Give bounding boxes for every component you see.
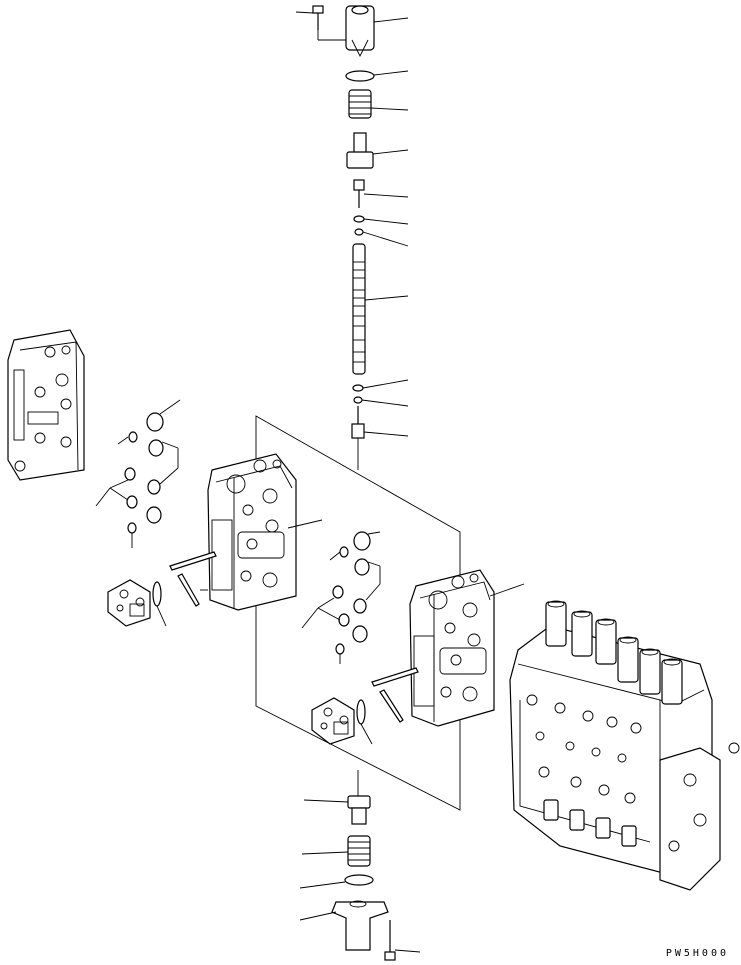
o-ring-set-middle — [301, 531, 381, 664]
lower-o-ring — [299, 874, 374, 889]
o-ring-part — [345, 70, 409, 82]
backup-ring-lower — [353, 396, 409, 407]
cap-bolt — [295, 5, 324, 30]
complete-control-valve — [509, 600, 740, 891]
stopper-part — [353, 179, 409, 208]
lower-retainer — [303, 795, 371, 825]
pin-set-right — [371, 667, 419, 723]
backup-ring — [354, 228, 409, 247]
valve-section-right — [409, 569, 525, 727]
o-ring-set-left — [95, 399, 181, 548]
valve-section-left — [7, 329, 85, 481]
spring-part — [348, 89, 409, 119]
drawing-code: PW5H000 — [665, 948, 729, 959]
retainer-part — [346, 132, 409, 169]
flange-block-middle — [311, 697, 373, 745]
small-o-ring — [353, 215, 409, 225]
flange-block-left — [107, 579, 167, 627]
spool-part — [352, 243, 409, 375]
valve-section-middle — [207, 453, 323, 611]
small-o-ring-lower — [352, 379, 409, 392]
lower-bolt — [384, 920, 421, 961]
plug-part — [351, 406, 409, 439]
assembly-frame — [255, 415, 461, 811]
pin-set-middle — [169, 551, 217, 607]
lower-cap — [299, 900, 389, 951]
cap-part — [345, 5, 409, 58]
lower-spring — [301, 835, 371, 867]
